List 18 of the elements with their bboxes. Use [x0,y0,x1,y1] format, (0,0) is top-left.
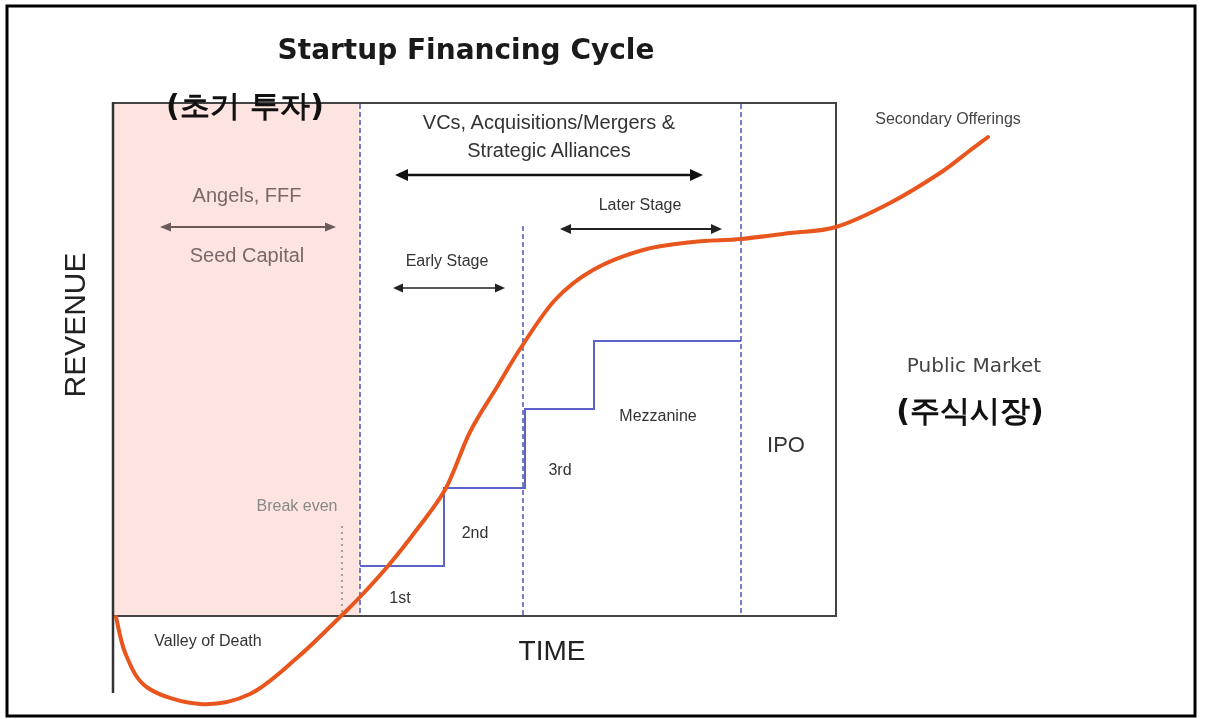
round-label: 3rd [548,460,572,480]
curve-label: Break even [256,496,338,516]
round-label: 1st [389,588,411,608]
axis-title: REVENUE [57,252,92,398]
curve-label: Valley of Death [154,631,262,651]
curve-label: Secondary Offerings [875,109,1021,129]
stage-label: Early Stage [405,251,489,271]
stage-label: Angels, FFF [192,183,302,207]
stage-label: Later Stage [598,195,682,215]
region-label: IPO [767,432,805,458]
region-annotation: (주식시장) [896,393,1044,429]
stage-label: VCs, Acquisitions/Mergers & Strategic Alliances [421,110,677,163]
round-label: 2nd [461,523,489,543]
chart-title: Startup Financing Cycle [277,33,655,67]
axis-title: TIME [518,634,586,668]
stage-label: Seed Capital [189,243,305,267]
region-label: Public Market [906,353,1042,377]
round-label: Mezzanine [619,406,697,426]
